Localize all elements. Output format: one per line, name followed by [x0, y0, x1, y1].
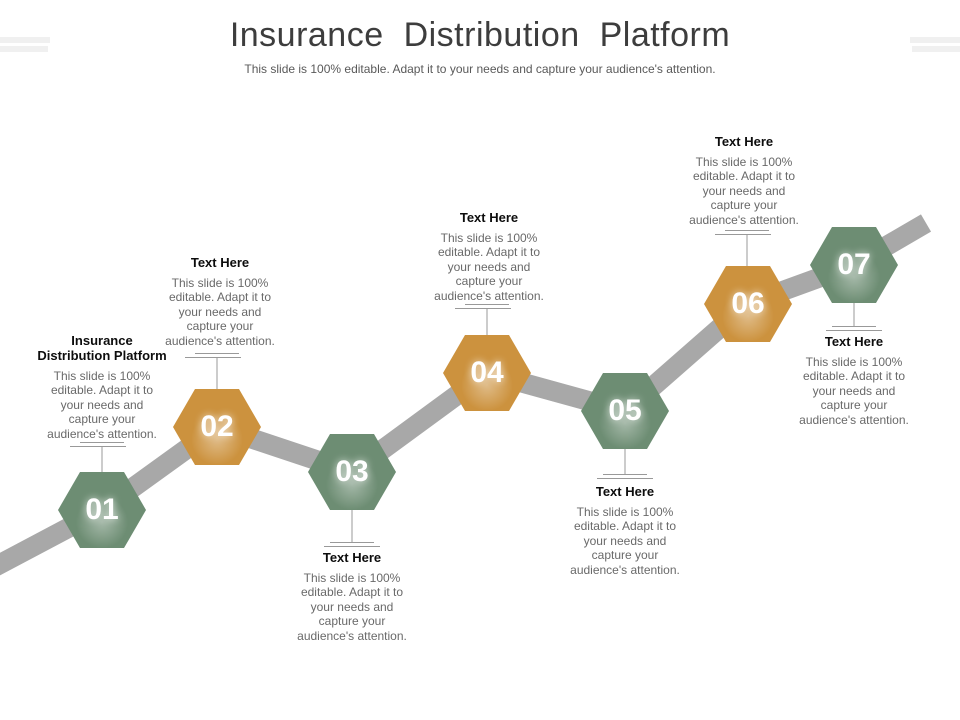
milestone-body: This slide is 100% editable. Adapt it to… [434, 230, 544, 303]
milestone-text-block-03: Text Here This slide is 100% editable. A… [267, 550, 437, 643]
milestone-body: This slide is 100% editable. Adapt it to… [165, 275, 275, 348]
milestone-number: 06 [731, 287, 765, 320]
milestone-hexagon-05: 05 [581, 373, 669, 449]
milestone-number: 04 [470, 356, 504, 389]
slide-title: Insurance Distribution Platform [229, 16, 731, 54]
milestone-number: 07 [837, 248, 871, 281]
milestone-body: This slide is 100% editable. Adapt it to… [570, 504, 680, 577]
milestone-text-block-05: Text Here This slide is 100% editable. A… [540, 484, 710, 577]
milestone-text-block-02: Text Here This slide is 100% editable. A… [135, 255, 305, 348]
decor-line-top-left-2 [0, 46, 48, 52]
milestone-body: This slide is 100% editable. Adapt it to… [689, 154, 799, 227]
milestone-hexagon-06: 06 [704, 266, 792, 342]
decor-line-top-right-1 [910, 37, 960, 43]
slide-subtitle: This slide is 100% editable. Adapt it to… [244, 62, 716, 76]
milestone-text-block-07: Text Here This slide is 100% editable. A… [769, 334, 939, 427]
milestone-text-block-04: Text Here This slide is 100% editable. A… [404, 210, 574, 303]
milestone-title: Text Here [459, 210, 519, 225]
milestone-body: This slide is 100% editable. Adapt it to… [47, 368, 157, 441]
milestone-number: 01 [85, 493, 119, 526]
milestone-title: Text Here [595, 484, 655, 499]
decor-line-top-left-1 [0, 37, 50, 43]
milestone-body: This slide is 100% editable. Adapt it to… [297, 570, 407, 643]
connector-lines [70, 230, 882, 547]
milestone-text-block-06: Text Here This slide is 100% editable. A… [659, 134, 829, 227]
decor-line-top-right-2 [912, 46, 960, 52]
milestone-title: Text Here [824, 334, 884, 349]
milestone-body: This slide is 100% editable. Adapt it to… [799, 354, 909, 427]
milestone-title: Text Here [714, 134, 774, 149]
milestone-title: Text Here [190, 255, 250, 270]
milestone-title: Insurance Distribution Platform [37, 333, 167, 363]
milestone-number: 02 [200, 410, 234, 443]
milestone-number: 03 [335, 455, 369, 488]
milestone-text-block-01: Insurance Distribution Platform This sli… [17, 333, 187, 441]
milestone-number: 05 [608, 394, 642, 427]
milestone-title: Text Here [322, 550, 382, 565]
milestone-hexagon-07: 07 [810, 227, 898, 303]
